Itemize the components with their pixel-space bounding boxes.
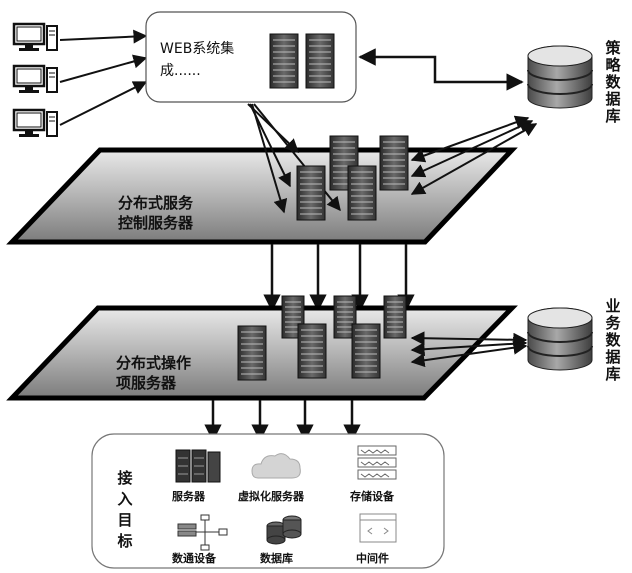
control-server-icon (379, 135, 409, 191)
web-system-box (145, 11, 357, 103)
strategy-db-label: 策略数据库 (605, 39, 621, 125)
middleware-icon (359, 513, 397, 543)
operation-layer-subtitle: 项服务器 (116, 374, 177, 392)
client-monitor-icon (12, 108, 59, 139)
target-item-label: 数通设备 (172, 552, 216, 565)
client-monitor-icon (12, 22, 59, 53)
server-rack-icon (175, 449, 221, 483)
operation-server-icon (383, 295, 407, 339)
targets-label: 接入目标 (117, 469, 133, 550)
target-item-label: 虚拟化服务器 (238, 490, 304, 503)
target-item-label: 服务器 (172, 490, 205, 503)
cloud-icon (251, 453, 301, 479)
web-server-icon (305, 33, 335, 89)
target-item-label: 数据库 (260, 552, 293, 565)
control-layer-title: 分布式服务 (118, 194, 194, 212)
business-database-icon (527, 307, 593, 371)
operation-layer-title: 分布式操作 (116, 354, 192, 372)
control-server-icon (347, 165, 377, 221)
target-item-label: 中间件 (356, 552, 389, 565)
database-icon (266, 515, 302, 545)
control-layer-subtitle: 控制服务器 (118, 214, 194, 232)
client-monitor-icon (12, 64, 59, 95)
web-system-title: WEB系统集 (160, 41, 235, 57)
operation-server-icon (351, 323, 381, 379)
network-device-icon (177, 514, 228, 551)
business-db-label: 业务数据库 (605, 297, 621, 383)
web-system-title-cont: 成...... (160, 63, 201, 79)
operation-server-icon (237, 325, 267, 381)
target-item-label: 存储设备 (350, 490, 394, 503)
operation-server-icon (297, 323, 327, 379)
web-server-icon (269, 33, 299, 89)
strategy-database-icon (527, 45, 593, 109)
control-server-icon (296, 165, 326, 221)
storage-icon (357, 445, 397, 480)
